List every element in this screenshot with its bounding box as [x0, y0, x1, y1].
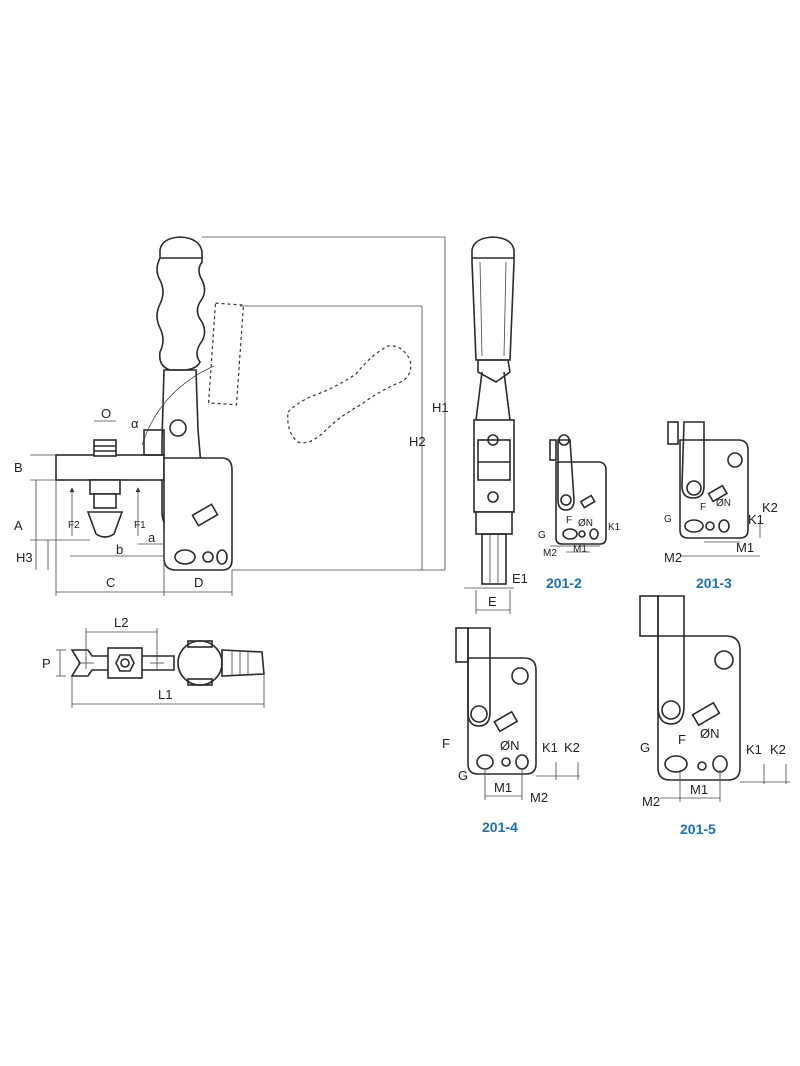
- label-M1-4: M1: [494, 780, 512, 795]
- label-K2-4: K2: [564, 740, 580, 755]
- label-M2-4: M2: [530, 790, 548, 805]
- lever-open-position: [207, 302, 245, 406]
- variant-label-201-4: 201-4: [482, 819, 518, 835]
- dim-C: C: [106, 575, 115, 590]
- dim-F1: F1: [134, 520, 146, 531]
- label-G-3: G: [664, 514, 672, 525]
- label-K2-5: K2: [770, 742, 786, 757]
- label-K2-3: K2: [762, 500, 778, 515]
- dim-H2: H2: [409, 434, 426, 449]
- detail-201-4: [455, 627, 580, 800]
- label-N-4: ØN: [500, 738, 520, 753]
- label-K1-3: K1: [748, 512, 764, 527]
- label-K1-5: K1: [746, 742, 762, 757]
- dim-E1: E1: [512, 571, 528, 586]
- handle-open-position: [287, 345, 412, 444]
- dim-F2: F2: [68, 520, 80, 531]
- label-G-2: G: [538, 530, 546, 541]
- label-M2-3: M2: [664, 550, 682, 565]
- dim-A: A: [14, 518, 23, 533]
- clamp-arm: [55, 454, 165, 481]
- side-view: [30, 236, 446, 596]
- detail-201-5: [639, 595, 790, 802]
- dim-H1: H1: [432, 400, 449, 415]
- variant-label-201-3: 201-3: [696, 575, 732, 591]
- label-G-4: G: [458, 768, 468, 783]
- label-G-5: G: [640, 740, 650, 755]
- label-K1-4: K1: [542, 740, 558, 755]
- base-plate: [163, 457, 233, 571]
- dim-L1: L1: [158, 687, 172, 702]
- dim-B: B: [14, 460, 23, 475]
- label-M1-5: M1: [690, 782, 708, 797]
- label-N-5: ØN: [700, 726, 720, 741]
- label-N-3: ØN: [716, 498, 731, 509]
- label-K1-2: K1: [608, 522, 621, 533]
- label-F-4: F: [442, 736, 450, 751]
- variant-label-201-5: 201-5: [680, 821, 716, 837]
- dim-alpha: α: [131, 416, 139, 431]
- label-M1-3: M1: [736, 540, 754, 555]
- label-N-2: ØN: [578, 518, 593, 529]
- dim-b: b: [116, 542, 123, 557]
- dim-a: a: [148, 530, 156, 545]
- top-view: [56, 628, 265, 708]
- variant-label-201-2: 201-2: [546, 575, 582, 591]
- front-body: [473, 419, 515, 513]
- label-F-3: F: [700, 502, 706, 513]
- dim-O: O: [101, 406, 111, 421]
- spindle: [86, 439, 124, 538]
- dim-L2: L2: [114, 615, 128, 630]
- dim-P: P: [42, 656, 51, 671]
- dim-H3: H3: [16, 550, 33, 565]
- front-handle: [471, 236, 515, 361]
- detail-201-2: [549, 434, 607, 553]
- front-view: [464, 236, 515, 614]
- dim-D: D: [194, 575, 203, 590]
- label-F-5: F: [678, 732, 686, 747]
- label-M2-5: M2: [642, 794, 660, 809]
- handle-grip: [156, 236, 206, 371]
- label-M1-2: M1: [573, 544, 587, 555]
- dim-E: E: [488, 594, 497, 609]
- label-M2-2: M2: [543, 548, 557, 559]
- label-F-2: F: [566, 515, 572, 526]
- detail-201-3: [667, 421, 761, 557]
